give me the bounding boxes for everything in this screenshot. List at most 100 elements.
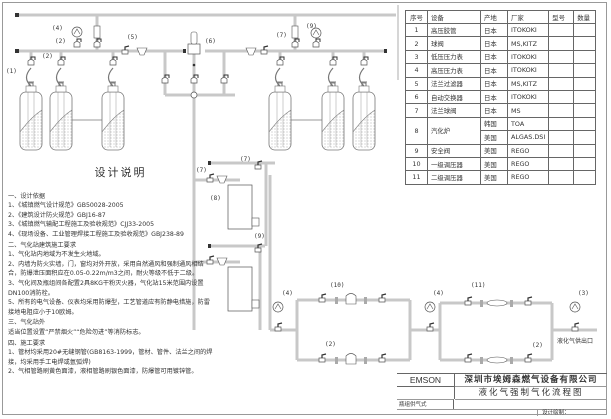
notes-line: 1、气化站内地域为不发生火地域。: [8, 251, 105, 259]
bom-cell-model: [548, 22, 575, 38]
bom-header-row: 序号 设备 产地 厂家 型号 数量: [405, 10, 597, 24]
callout-10: (10): [330, 282, 344, 289]
bom-cell-origin: 日本: [480, 89, 508, 105]
bom-cell-name: 高压压力表: [427, 63, 481, 78]
bom-cell-model: [548, 36, 575, 51]
bom-cell-no: 3: [405, 49, 428, 65]
bom-cell-model: [548, 76, 575, 91]
bom-cell-no: 5: [405, 76, 428, 91]
callout-11: (11): [471, 282, 485, 289]
bom-cell-origin: 日本: [480, 22, 508, 38]
bom-cell-model: [548, 89, 575, 105]
callout-4c: (4): [433, 290, 444, 297]
callout-8: (8): [210, 195, 221, 202]
title-block-cell: [397, 409, 607, 417]
bom-cell-maker: TOA: [506, 116, 550, 132]
notes-line: 2、内墙为防火实墙，门，窗均对外开放，采用自然通风和强制通风相结合，防爆泄压面积…: [8, 260, 204, 278]
notes-section-heading: 一、设计依据: [8, 192, 46, 200]
notes-line: 2、气相管路刷黄色面漆，液相管路刷银色面漆，防爆管可用镀锌管。: [8, 368, 198, 376]
bom-cell-qty: [573, 103, 597, 118]
notes-section-heading: 四、施工要求: [8, 339, 46, 347]
bom-cell-no: 2: [405, 36, 428, 51]
bom-cell-qty: [573, 89, 597, 105]
callout-7c: (7): [240, 156, 251, 163]
callout-5: (5): [127, 34, 138, 41]
bom-cell-qty: [573, 22, 597, 38]
bom-cell-name: 自动交换器: [427, 89, 481, 105]
notes-line: 5、所有的电气设备、仪表均采用防爆型，工艺管道应有防静电措施，防雷接地电阻应小于…: [8, 299, 210, 316]
bom-cell-name: 球阀: [427, 36, 481, 51]
bom-cell-qty: [573, 143, 597, 158]
notes-line: 3、气化间及瓶组间各配置2具8KG干粉灭火器，气化站15米范围内设置DN100消…: [8, 279, 204, 297]
bom-cell-model: [548, 130, 575, 145]
bom-cell-qty: [573, 130, 597, 145]
bom-cell-name: 安全阀: [427, 143, 481, 158]
title-block: EMSON 深圳市埃姆森燃气设备有限公司 液化气强制气化流程图 瓶组供气式 设计…: [397, 373, 607, 416]
bom-cell-no: 11: [405, 170, 428, 185]
brand-name: EMSON: [397, 374, 455, 387]
bom-cell-no: 6: [405, 89, 428, 105]
callout-2b: (2): [55, 38, 66, 45]
callouts: (1) (2) (4) (2) (5) (6) (7) (9) (7) (7) …: [6, 23, 589, 349]
callout-9b: (9): [254, 233, 265, 240]
notes-section-heading: 三、气化站外: [8, 319, 46, 327]
callout-2c: (2): [325, 341, 336, 348]
bom-cell-maker: ITOKOKI: [506, 49, 550, 65]
bom-cell-maker: REGO: [506, 143, 550, 158]
bom-cell-qty: [573, 116, 597, 132]
gas-outlet-label: 液化气供出口: [557, 338, 594, 345]
bom-cell-qty: [573, 76, 597, 91]
callout-1: (1): [6, 68, 17, 75]
bom-cell-no: 8: [405, 116, 428, 145]
notes-line: 3、《城镇燃气输配工程施工及验收规范》CJJ33-2005: [8, 221, 155, 229]
drawing-frame: [2, 2, 607, 415]
bom-cell-maker: ITOKOKI: [506, 22, 550, 38]
bom-cell-model: [548, 143, 575, 158]
bom-cell-name: 汽化炉: [427, 116, 481, 145]
bom-cell-maker: MS,KITZ: [506, 76, 550, 91]
title-block-cell: [397, 386, 455, 399]
notes-title: 设计说明: [94, 166, 147, 179]
bom-cell-maker: REGO: [506, 170, 550, 185]
bom-cell-model: [548, 49, 575, 65]
supply-type: 瓶组供气式: [397, 399, 454, 409]
bom-cell-model: [548, 156, 575, 172]
callout-4b: (4): [282, 290, 293, 297]
title-block-cell: [455, 399, 607, 410]
designer-label: 设计绘制：: [537, 409, 570, 416]
callout-2d: (2): [532, 342, 543, 349]
bom-header-maker: 厂家: [506, 10, 550, 24]
callout-9: (9): [306, 23, 317, 30]
bom-header-model: 型号: [548, 10, 575, 24]
bom-cell-name: 低压压力表: [427, 49, 481, 65]
bom-cell-model: [548, 170, 575, 185]
callout-7b: (7): [196, 167, 207, 174]
bom-cell-origin: 美国: [480, 156, 508, 172]
company-name: 深圳市埃姆森燃气设备有限公司: [464, 375, 598, 385]
notes-section-heading: 二、气化站建筑施工要求: [8, 241, 77, 249]
bom-cell-maker: MS: [506, 103, 550, 118]
bom-cell-origin: 日本: [480, 49, 508, 65]
equipment: [15, 5, 581, 365]
bom-cell-name: 法兰过滤器: [427, 76, 481, 91]
bom-cell-no: 4: [405, 63, 428, 78]
callout-7: (7): [276, 32, 287, 39]
bom-cell-no: 1: [405, 22, 428, 38]
callout-3: (3): [578, 290, 589, 297]
bom-cell-model: [548, 63, 575, 78]
bom-cell-no: 7: [405, 103, 428, 118]
bom-cell-model: [548, 116, 575, 132]
bom-header-origin: 产地: [480, 10, 508, 24]
bom-cell-no: 10: [405, 156, 428, 172]
bom-cell-name: 法兰球阀: [427, 103, 481, 118]
bom-cell-maker: ITOKOKI: [506, 89, 550, 105]
bom-header-name: 设备: [427, 10, 481, 24]
